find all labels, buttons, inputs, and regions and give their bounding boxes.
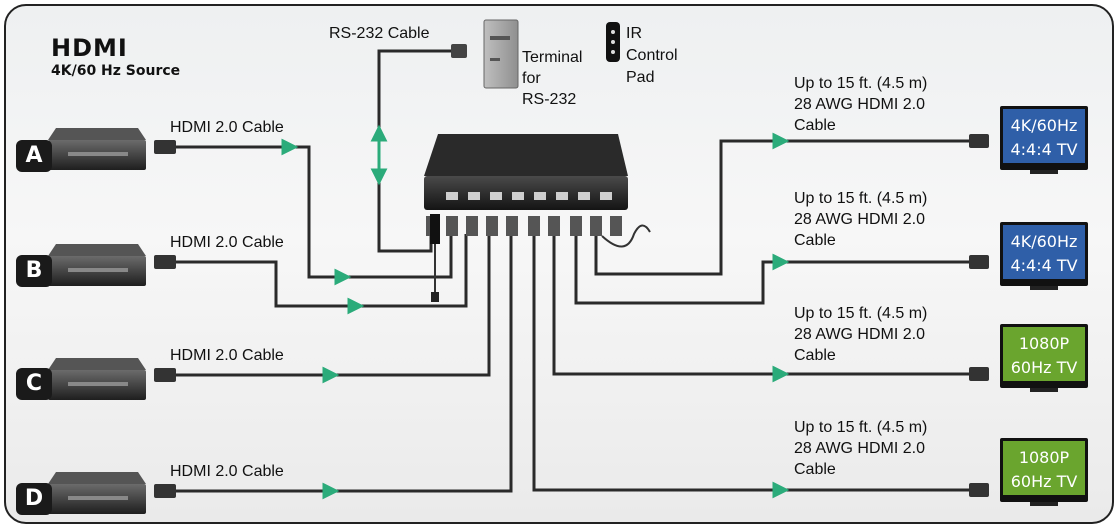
output-cable-1-line-3: Cable (794, 117, 836, 134)
output-cable-4 (532, 236, 971, 492)
signal-arrows (281, 124, 790, 500)
rs232-arrow-up (370, 124, 388, 142)
terminal-label-line-2: for (522, 70, 541, 87)
rs232-terminal (483, 19, 519, 89)
ir-control-pad (606, 22, 620, 62)
tv-plug-3 (969, 367, 989, 381)
output-cable-1 (594, 139, 971, 276)
output-cable-1-line-2: 28 AWG HDMI 2.0 (794, 96, 925, 113)
source-device-d (48, 472, 146, 514)
terminal-label-line-1: Terminal (522, 49, 583, 66)
output-cable-4-line-1: Up to 15 ft. (4.5 m) (794, 419, 928, 436)
diagram-frame: 4K/60Hz 4:4:4 TV 4K/60Hz 4:4:4 TV 1080P … (4, 4, 1114, 524)
arrow-in-b-1 (347, 297, 365, 315)
source-devices (48, 128, 146, 514)
tv-screen-4 (1003, 441, 1085, 495)
splitter-jacks (426, 216, 622, 236)
source-plugs (154, 140, 176, 498)
source-letter-b: B (16, 255, 52, 287)
plug-c (154, 368, 176, 382)
tv-1-line-1: 4K/60Hz (1011, 116, 1078, 135)
rs232-arrow-down (370, 168, 388, 186)
source-title: 4K/60 Hz Source (51, 63, 181, 79)
output-cable-2-line-2: 28 AWG HDMI 2.0 (794, 211, 925, 228)
splitter-ports (446, 192, 612, 200)
tv-2-line-1: 4K/60Hz (1011, 232, 1078, 251)
output-cable-2-line-1: Up to 15 ft. (4.5 m) (794, 190, 928, 207)
input-cable-c (176, 234, 491, 377)
tv-plug-2 (969, 255, 989, 269)
tv-plugs (969, 134, 989, 497)
tv-screen-2 (1003, 225, 1085, 279)
arrow-in-d (322, 482, 340, 500)
output-cables (532, 139, 971, 492)
tv-4-line-2: 60Hz TV (1011, 472, 1078, 491)
terminal-label-line-3: RS-232 (522, 91, 577, 108)
hdmi-logo: HDMI (51, 34, 128, 62)
arrow-in-c (322, 366, 340, 384)
tv-4: 1080P 60Hz TV (1000, 438, 1088, 506)
arrow-in-a-1 (281, 138, 299, 156)
rs232-cable-label: RS-232 Cable (329, 25, 430, 42)
tv-plug-4 (969, 483, 989, 497)
source-letter-d: D (16, 483, 52, 515)
tv-plug-1 (969, 134, 989, 148)
arrow-out-2 (772, 253, 790, 271)
arrow-out-4 (772, 481, 790, 499)
rs232-connector (451, 44, 467, 58)
output-cable-3-line-1: Up to 15 ft. (4.5 m) (794, 305, 928, 322)
hdmi-splitter-box (424, 134, 651, 302)
input-cable-label-a: HDMI 2.0 Cable (170, 119, 284, 136)
source-device-c (48, 358, 146, 400)
output-cable-3-line-3: Cable (794, 347, 836, 364)
tv-3-line-1: 1080P (1019, 334, 1070, 353)
arrow-in-a-2 (334, 268, 352, 286)
source-letter-a: A (16, 140, 52, 172)
plug-a (154, 140, 176, 154)
source-device-b (48, 244, 146, 286)
tv-3: 1080P 60Hz TV (1000, 324, 1088, 392)
output-cable-3 (552, 236, 971, 376)
rs232-cable (377, 49, 453, 253)
arrow-out-1 (772, 132, 790, 150)
input-cable-label-d: HDMI 2.0 Cable (170, 463, 284, 480)
input-cable-label-b: HDMI 2.0 Cable (170, 234, 284, 251)
source-letter-c: C (16, 368, 52, 400)
plug-d (154, 484, 176, 498)
tv-screen-1 (1003, 109, 1085, 163)
ir-label-line-1: IR (626, 25, 642, 42)
input-cables (176, 145, 513, 493)
output-cable-1-line-1: Up to 15 ft. (4.5 m) (794, 75, 928, 92)
input-cable-a (176, 145, 453, 279)
input-cable-label-c: HDMI 2.0 Cable (170, 347, 284, 364)
tv-4-line-1: 1080P (1019, 448, 1070, 467)
ir-label-line-2: Control (626, 47, 678, 64)
tv-displays: 4K/60Hz 4:4:4 TV 4K/60Hz 4:4:4 TV 1080P … (1000, 106, 1088, 506)
output-cable-2-line-3: Cable (794, 232, 836, 249)
arrow-out-3 (772, 365, 790, 383)
input-cable-b (176, 234, 468, 308)
output-cable-4-line-3: Cable (794, 461, 836, 478)
tv-3-line-2: 60Hz TV (1011, 358, 1078, 377)
tv-2-line-2: 4:4:4 TV (1010, 256, 1077, 275)
source-device-a (48, 128, 146, 170)
ir-label-line-3: Pad (626, 69, 655, 86)
input-cable-d (176, 234, 513, 493)
tv-2: 4K/60Hz 4:4:4 TV (1000, 222, 1088, 290)
output-cable-4-line-2: 28 AWG HDMI 2.0 (794, 440, 925, 457)
output-cable-3-line-2: 28 AWG HDMI 2.0 (794, 326, 925, 343)
tv-screen-3 (1003, 327, 1085, 381)
tv-1-line-2: 4:4:4 TV (1010, 140, 1077, 159)
plug-b (154, 255, 176, 269)
output-cable-2 (574, 236, 971, 305)
cable-wiring: 4K/60Hz 4:4:4 TV 4K/60Hz 4:4:4 TV 1080P … (48, 19, 1088, 514)
tv-1: 4K/60Hz 4:4:4 TV (1000, 106, 1088, 174)
